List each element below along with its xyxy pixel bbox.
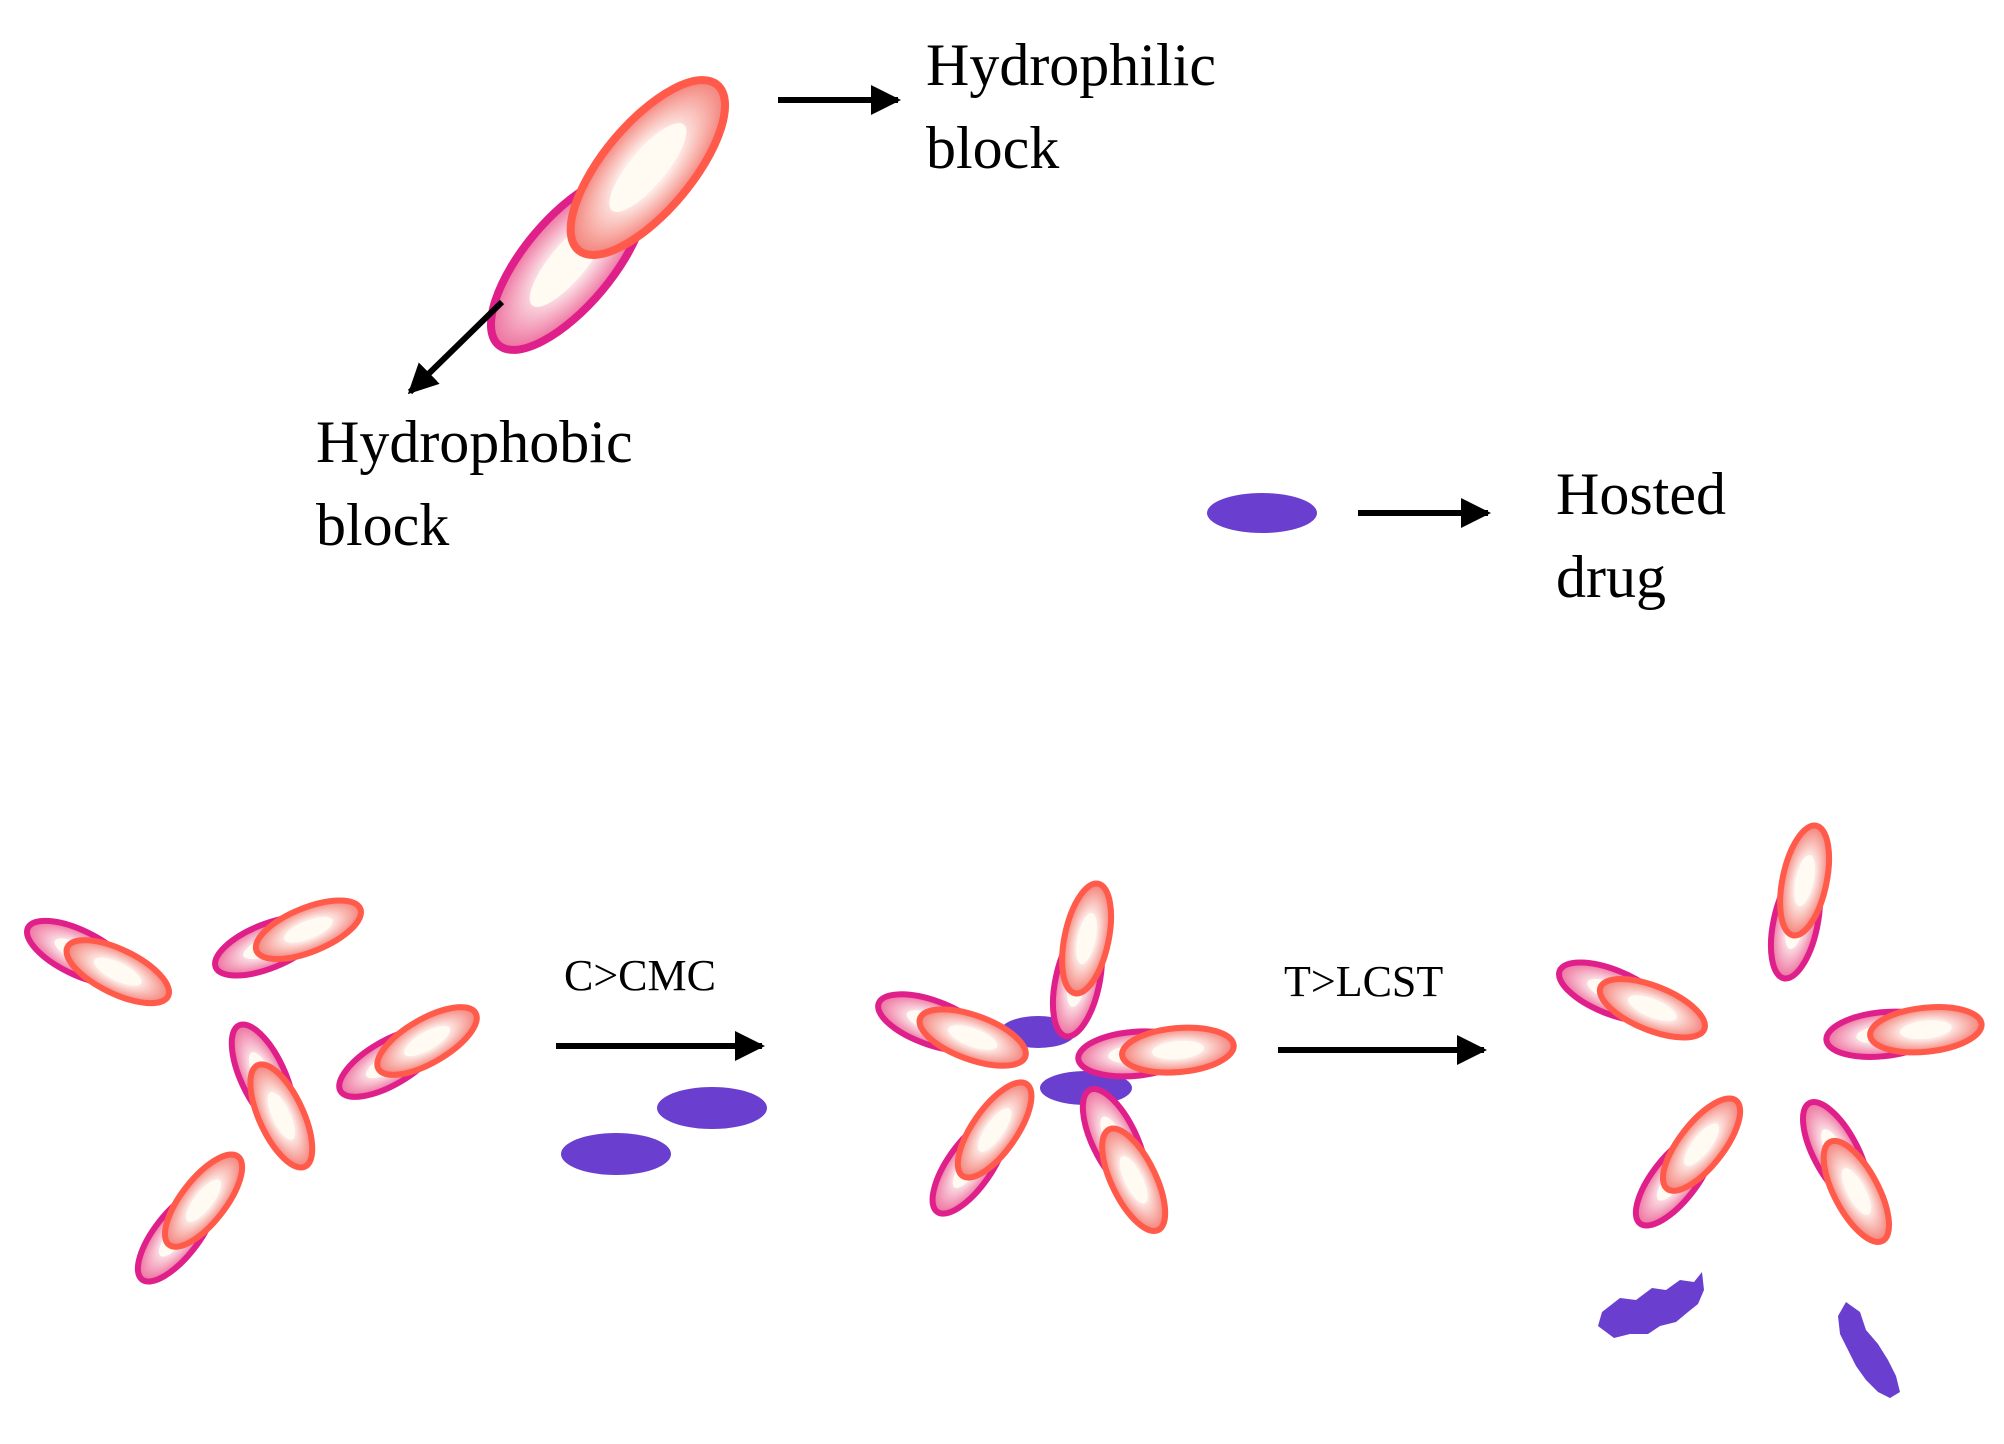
- loaded-micelle: [871, 879, 1235, 1240]
- free-unimers: [18, 888, 486, 1293]
- dissociated-micelle: [1551, 821, 1983, 1251]
- step1-label: C>CMC: [564, 951, 716, 1000]
- released-drug: [1838, 1302, 1900, 1398]
- hydrophilic-label: Hydrophilic block: [926, 32, 1231, 181]
- drug-label: Hosted drug: [1556, 461, 1741, 610]
- free-drug-particle: [561, 1133, 671, 1175]
- step2-label: T>LCST: [1284, 957, 1443, 1006]
- hydrophobic-label: Hydrophobic block: [316, 409, 648, 558]
- released-drug: [1598, 1272, 1704, 1338]
- free-drug-particle: [657, 1087, 767, 1129]
- copolymer-legend-icon: [465, 56, 751, 373]
- drug-legend-icon: [1207, 493, 1317, 533]
- hydrophobic-arrow: [407, 299, 505, 395]
